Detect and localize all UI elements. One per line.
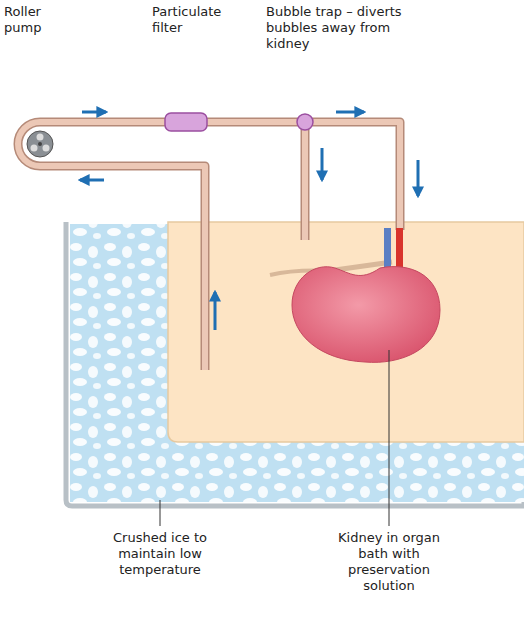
bubble-trap — [297, 114, 313, 130]
ice-tray — [66, 222, 524, 506]
part-label: Crushed ice to maintain low temperature — [92, 530, 228, 578]
part-label: Particulate filter — [152, 4, 232, 36]
organ-bath — [168, 222, 524, 442]
roller-pump — [27, 131, 53, 157]
particulate-filter — [165, 113, 207, 131]
kidney — [292, 267, 440, 363]
flow-arrow — [80, 112, 418, 330]
renal-vein — [384, 228, 391, 268]
leader-line — [160, 350, 389, 526]
renal-artery — [396, 228, 403, 268]
part-label: Roller pump — [4, 4, 66, 36]
part-label: Bubble trap – diverts bubbles away from … — [266, 4, 404, 52]
part-label: Kidney in organ bath with preservation s… — [322, 530, 456, 594]
